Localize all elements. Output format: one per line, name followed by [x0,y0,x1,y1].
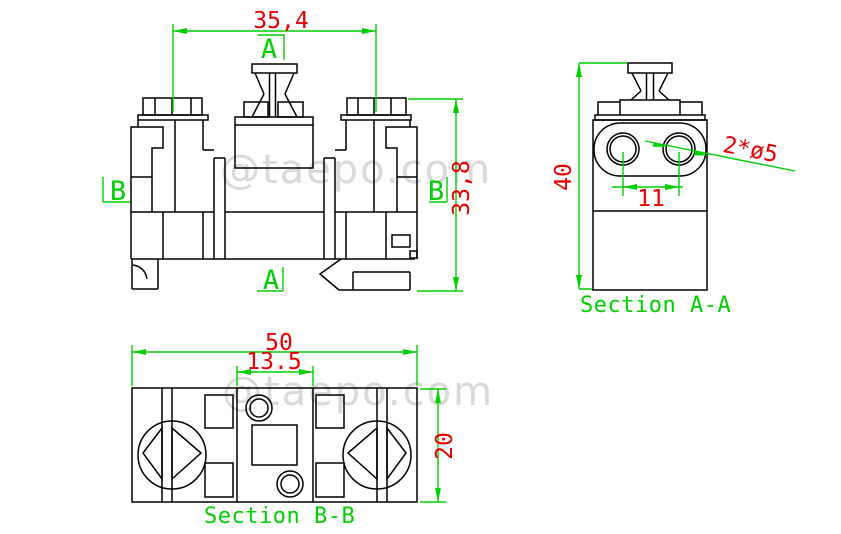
section-a-top-flag [258,34,285,60]
arrow-20-top [435,389,441,403]
front-view-arrowheads [173,28,459,291]
arrow-leader-2 [693,150,708,156]
aa-dim-40-value: 40 [551,163,577,191]
section-marker-b-left: B [110,176,126,207]
bb-bottom-hole-outer [276,470,304,498]
bb-top-hole-inner [249,398,269,418]
bb-right-screw-slot [346,425,407,482]
aa-dim-line-40 [578,62,627,290]
aa-upper-blocks [594,99,706,121]
arrow-135-left [237,369,251,375]
section-bb-view [131,387,418,503]
dim-height-value: 33,8 [449,160,475,215]
bb-side-pockets [204,394,345,498]
arrow-135-right [299,369,313,375]
arrow-height-bottom [453,277,459,291]
center-body [234,116,314,169]
bb-dim-50-value: 50 [265,330,293,356]
arrow-width-left [173,28,187,34]
dim-line-width [172,24,377,112]
section-aa-label: Section A-A [580,293,731,318]
front-view [130,63,418,291]
aa-knob-stem [630,72,670,101]
arrow-50-right [403,349,417,355]
inner-rails [213,157,336,259]
aa-body [592,119,708,291]
arrow-50-left [132,349,146,355]
left-bolt-plate [137,114,209,121]
arrow-40-top [576,63,582,77]
bb-left-screw [137,420,207,490]
arrow-20-bottom [435,488,441,502]
knob-stem [251,72,298,118]
section-aa-annotations [578,62,796,290]
aa-holes-leader [644,140,796,172]
section-marker-a-top: A [261,34,277,65]
section-b-right-flag [429,177,448,203]
bb-bottom-hole-inner [280,474,300,494]
knob-cap [251,63,298,74]
section-bb-arrowheads [132,349,441,502]
right-housing [335,120,418,259]
bb-right-screw [342,420,412,490]
section-bb-annotations [131,345,446,503]
section-aa-arrowheads [576,63,708,289]
bb-left-screw-slot [142,425,203,482]
dim-line-height [408,98,463,292]
section-aa-view [592,62,708,291]
base-left-foot [131,259,159,290]
bb-dim-20-value: 20 [432,432,458,460]
arrow-width-right [362,28,376,34]
bb-dim-line-50 [131,345,418,386]
aa-dim-holes-value: 2*ø5 [721,132,780,168]
arrow-leader-1 [652,141,667,147]
din-rail-latch [318,234,418,291]
arrow-height-top [453,99,459,113]
watermark-top: @taepo.com [220,147,492,193]
bb-center-cavity [251,424,298,466]
arrow-11-left [623,184,637,190]
section-a-bottom-flag [257,267,284,292]
bb-dim-135-value: 13.5 [246,349,301,375]
aa-knob-cap [627,62,673,74]
arrow-40-bottom [576,275,582,289]
aa-dim-11-value: 11 [637,186,665,212]
front-view-annotations [102,24,463,292]
bb-body [131,387,418,503]
bb-top-hole-outer [245,394,273,422]
right-bolt-plate [340,114,412,121]
dim-width-value: 35,4 [253,8,308,34]
section-b-left-flag [102,177,130,203]
arrow-11-right [665,184,679,190]
base-body [131,211,417,260]
section-marker-a-bottom: A [263,265,279,296]
aa-stadium-boss [593,122,707,177]
bb-dim-line-20 [420,388,446,503]
section-marker-b-right: B [428,176,444,207]
watermark-bottom: @taepo.com [222,369,494,415]
left-housing [130,120,214,259]
section-bb-label: Section B-B [204,504,355,529]
